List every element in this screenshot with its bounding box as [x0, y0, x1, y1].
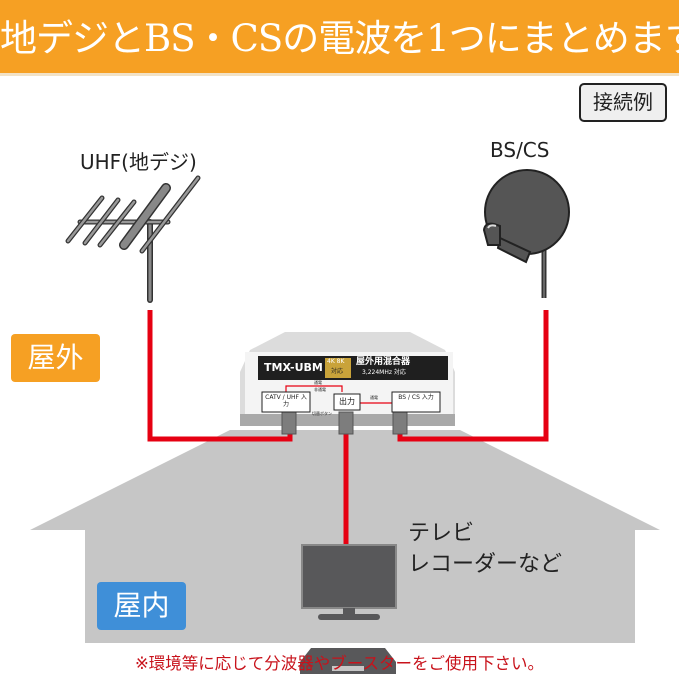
indoor-tag: 屋内 — [97, 582, 186, 630]
port-bs-input: BS / CS 入力 — [398, 394, 434, 401]
outdoor-tag: 屋外 — [11, 334, 100, 382]
connection-example-badge: 接続例 — [579, 83, 667, 122]
uhf-antenna-label: UHF(地デジ) — [80, 150, 197, 174]
device-model: TMX-UBM — [264, 361, 323, 374]
tv-label-line1: テレビ — [408, 521, 475, 546]
device-label-bar — [258, 356, 448, 380]
bs-cs-antenna-label: BS/CS — [490, 138, 550, 162]
pass-label: 通電 — [370, 395, 378, 400]
tv-label-line2: レコーダーなど — [408, 552, 563, 577]
device-frequency: 3,224MHz 対応 — [362, 369, 406, 376]
device-4k8k-badge: 4K 8K — [327, 358, 345, 365]
tv-icon — [301, 544, 397, 620]
power-off-label: 非通電 — [314, 387, 326, 392]
page-title: 地デジとBS・CSの電波を1つにまとめます — [0, 17, 679, 60]
device-name: 屋外用混合器 — [356, 357, 411, 367]
mixer-device — [240, 332, 455, 435]
recorder-icon — [300, 648, 396, 674]
bs-dish-icon — [482, 169, 570, 298]
port-uhf-input: CATV / UHF 入力 — [265, 394, 307, 408]
device-4k8k-support: 対応 — [331, 368, 344, 375]
power-on-label: 通電 — [314, 380, 322, 385]
header-banner: 地デジとBS・CSの電波を1つにまとめます — [0, 0, 679, 76]
footer-note: ※環境等に応じて分波器やブースターをご使用下さい。 — [134, 654, 544, 673]
switch-label: 切替ボタン — [312, 411, 332, 416]
uhf-antenna-icon — [65, 175, 201, 303]
port-output: 出力 — [339, 397, 355, 406]
